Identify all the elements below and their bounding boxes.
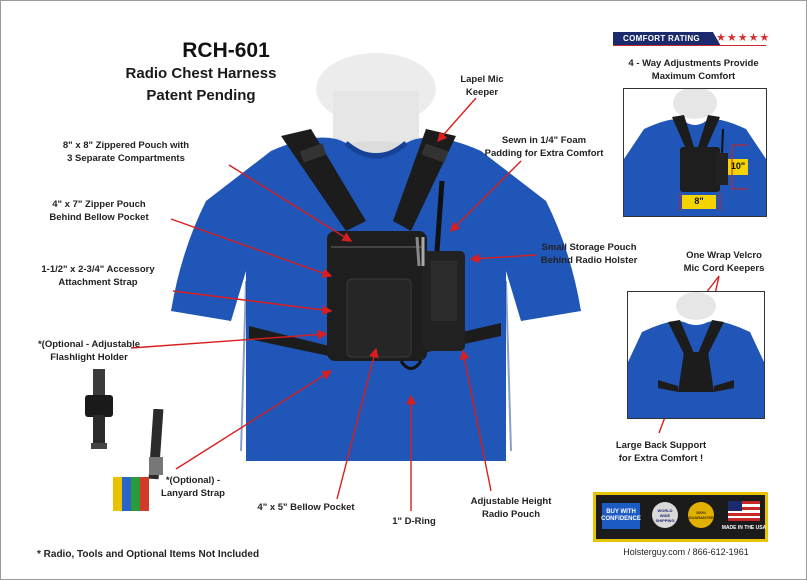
bellow-pocket xyxy=(346,278,412,358)
callout-d-ring: 1" D-Ring xyxy=(392,516,436,527)
callout-bellow-pocket: 4" x 5" Bellow Pocket xyxy=(257,502,355,513)
callout-flashlight-holder: *(Optional - Adjustable Flashlight Holde… xyxy=(37,339,141,363)
guarantee-badge: 100% GUARANTEE xyxy=(688,502,714,528)
arrow-bellow xyxy=(336,347,379,500)
arrow-lanyard xyxy=(175,370,333,470)
star-rating: ★★★★★ xyxy=(716,32,771,44)
callout-adjustable-height: Adjustable Height Radio Pouch xyxy=(470,496,552,520)
callout-accessory-strap: 1-1/2" x 2-3/4" Accessory Attachment Str… xyxy=(41,264,155,288)
worldwide-shipping-badge: WORLD WIDE SHIPPING xyxy=(652,502,678,528)
callout-lapel-mic: Lapel Mic Keeper xyxy=(460,74,504,98)
radio-antenna xyxy=(434,180,445,252)
lanyard-strap-photo xyxy=(113,409,164,511)
callout-zippered-pouch: 8" x 8" Zippered Pouch with 3 Separate C… xyxy=(62,140,190,164)
callout-foam-padding: Sewn in 1/4" Foam Padding for Extra Comf… xyxy=(484,135,604,159)
arrow-storage xyxy=(469,253,537,264)
dimension-label-side: 10" xyxy=(730,161,746,171)
comfort-rating-label: COMFORT RATING xyxy=(623,34,700,43)
model-title: RCH-601 xyxy=(182,39,270,62)
arrow-height xyxy=(459,349,492,492)
buy-with-confidence-badge: BUY WITH CONFIDENCE xyxy=(601,503,641,529)
made-in-usa-text: MADE IN THE USA xyxy=(721,525,767,531)
dimension-label-bottom: 8" xyxy=(694,196,704,206)
flashlight-holder-photo xyxy=(85,369,113,449)
callout-back-support: Large Back Support for Extra Comfort ! xyxy=(615,440,707,464)
arrow-flashlight xyxy=(130,329,328,349)
callout-storage-pouch: Small Storage Pouch Behind Radio Holster xyxy=(540,242,638,266)
main-product-photo xyxy=(171,53,581,462)
product-name: Radio Chest Harness xyxy=(125,65,277,82)
disclaimer-text: * Radio, Tools and Optional Items Not In… xyxy=(37,549,260,560)
callout-velcro-keepers: One Wrap Velcro Mic Cord Keepers xyxy=(683,250,765,274)
adjustments-caption: 4 - Way Adjustments Provide Maximum Comf… xyxy=(628,58,759,82)
adjustments-photo: 10" 8" xyxy=(623,88,767,217)
arrow-zip4 xyxy=(170,218,333,278)
callout-zipper-pouch: 4" x 7" Zipper Pouch Behind Bellow Pocke… xyxy=(49,199,149,223)
arrow-lapel xyxy=(437,97,477,143)
arrow-foam xyxy=(450,160,522,232)
back-view-photo xyxy=(627,291,765,419)
arrow-zip8 xyxy=(228,164,353,242)
contact-text: Holsterguy.com / 866-612-1961 xyxy=(623,547,749,557)
trust-badges: BUY WITH CONFIDENCE WORLD WIDE SHIPPING … xyxy=(593,492,768,542)
usa-flag-icon xyxy=(728,501,760,521)
arrow-strap xyxy=(172,290,333,315)
callout-lanyard: *(Optional) - Lanyard Strap xyxy=(161,475,225,499)
comfort-rating-badge xyxy=(613,32,766,46)
patent-text: Patent Pending xyxy=(146,87,256,104)
